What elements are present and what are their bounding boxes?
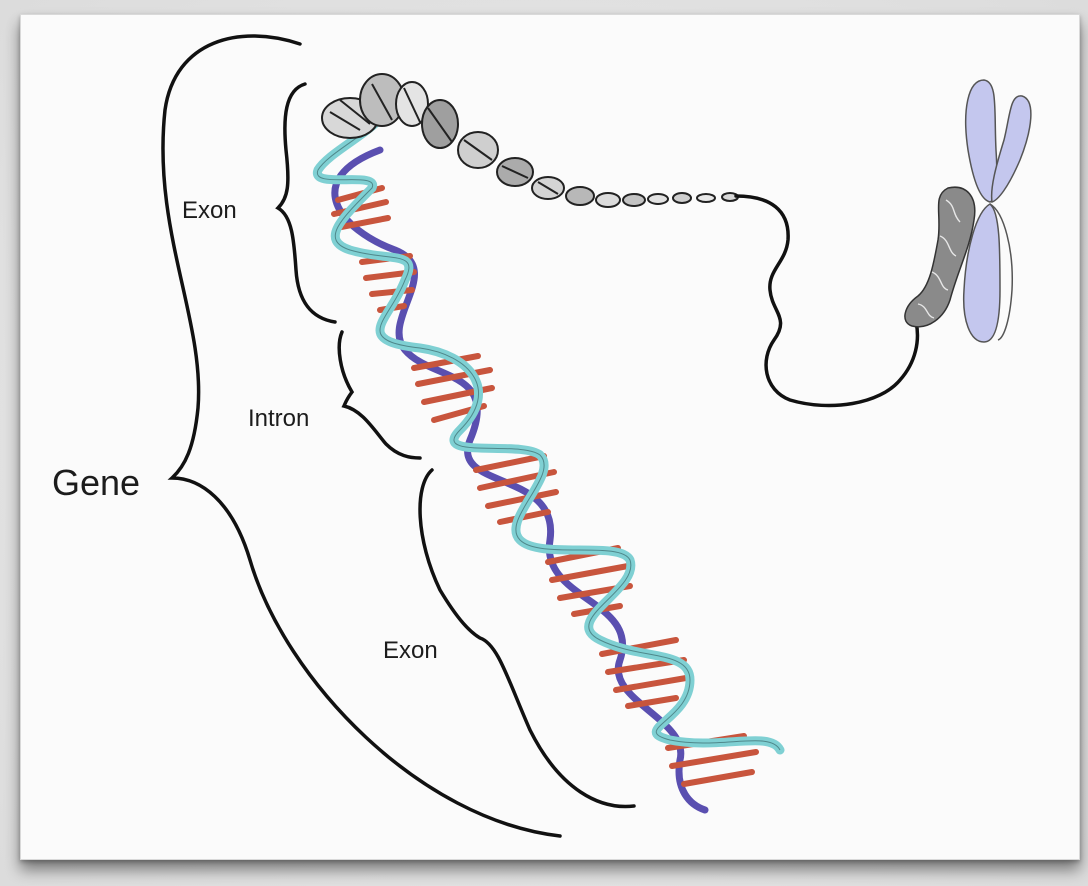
intron-label: Intron [248,405,309,433]
dna-thread [736,196,917,406]
exon-bottom-label: Exon [383,637,438,665]
base-pairs [334,188,756,784]
exon-top-label: Exon [182,197,237,225]
gene-label: Gene [52,462,140,504]
